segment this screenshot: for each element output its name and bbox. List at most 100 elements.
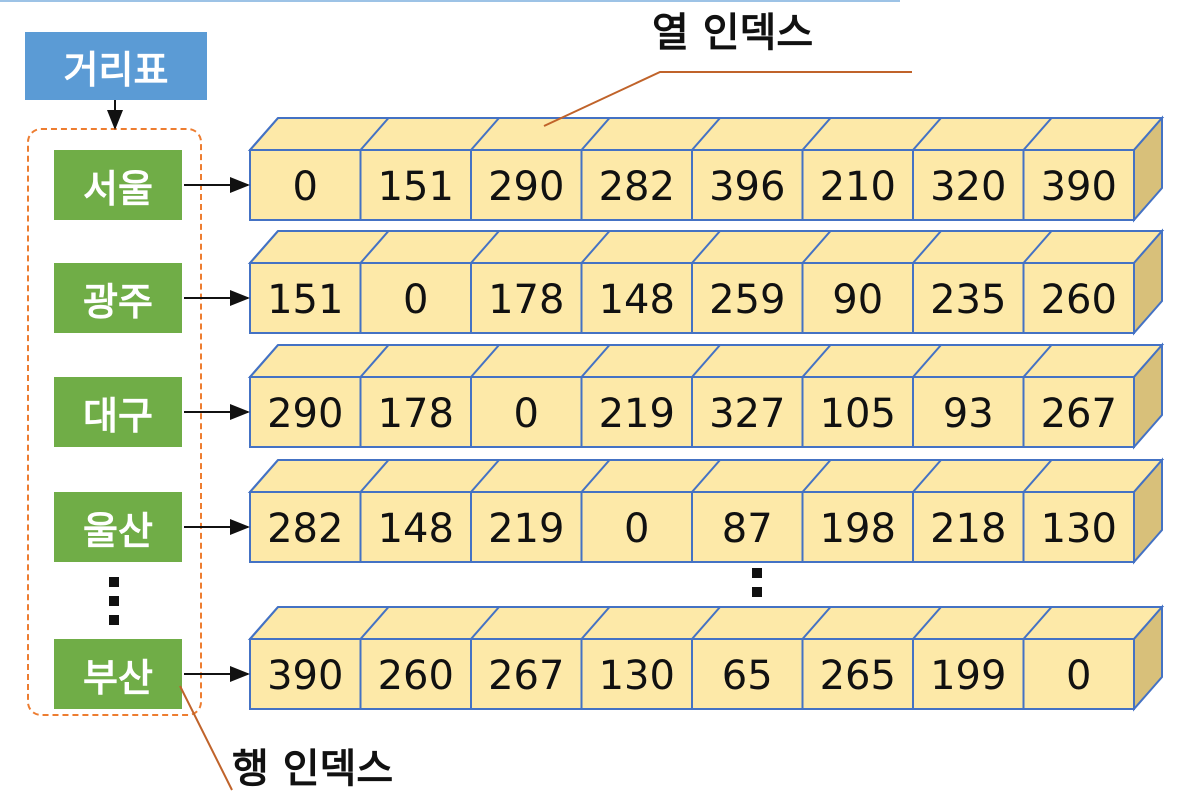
array-cell — [249, 149, 362, 221]
cell-top-edge — [801, 117, 832, 151]
cell-value: 148 — [599, 277, 675, 323]
cell-top-edge — [249, 230, 279, 264]
array-cell — [580, 376, 693, 448]
array-cell — [691, 376, 804, 448]
distance-table-root: 거리표 — [25, 32, 207, 100]
array-cell — [580, 149, 693, 221]
cell-value: 178 — [378, 391, 454, 437]
cell-value: 151 — [378, 164, 454, 210]
array-cell — [359, 149, 472, 221]
cell-value: 235 — [930, 277, 1006, 323]
cell-top-edge — [1022, 606, 1053, 640]
array-cell — [359, 491, 472, 563]
array-cell — [359, 376, 472, 448]
cell-value: 282 — [267, 506, 343, 552]
cell-value: 93 — [943, 391, 994, 437]
cell-value: 87 — [722, 506, 773, 552]
cell-top-edge — [912, 459, 942, 493]
cell-value: 218 — [930, 506, 1006, 552]
cell-value: 210 — [820, 164, 896, 210]
cell-value: 390 — [267, 653, 343, 699]
city-label: 광주 — [54, 263, 182, 333]
cell-top-edge — [470, 344, 500, 378]
array-cell — [249, 638, 362, 710]
cell-value: 267 — [1041, 391, 1117, 437]
cell-top-edge — [580, 344, 611, 378]
array-cell — [470, 149, 583, 221]
city-label: 울산 — [54, 492, 182, 562]
cell-top-edge — [249, 344, 279, 378]
array-cell — [359, 262, 472, 334]
cell-value: 259 — [709, 277, 785, 323]
cell-top-edge — [470, 117, 500, 151]
cell-value: 90 — [832, 277, 883, 323]
cell-value: 219 — [599, 391, 675, 437]
cell-top-edge — [1022, 344, 1053, 378]
cell-top-edge — [249, 459, 279, 493]
array-cell — [691, 262, 804, 334]
column-index-callout-line — [543, 71, 912, 127]
cell-value: 290 — [267, 391, 343, 437]
cell-value: 327 — [709, 391, 785, 437]
array-cell — [912, 262, 1025, 334]
row-index-label: 행 인덱스 — [232, 746, 394, 792]
array-cell — [1022, 491, 1135, 563]
cell-top-edge — [912, 230, 942, 264]
cell-top-edge — [359, 230, 390, 264]
cell-top-edge — [801, 344, 832, 378]
array-cell — [1022, 262, 1135, 334]
cell-top-edge — [1022, 230, 1053, 264]
cell-top-edge — [359, 606, 390, 640]
cell-top-edge — [912, 606, 942, 640]
cell-top-edge — [691, 606, 721, 640]
cell-value: 267 — [488, 653, 564, 699]
array-cell — [801, 149, 914, 221]
cell-top-edge — [249, 117, 279, 151]
array-cell — [1022, 638, 1135, 710]
cell-value: 199 — [930, 653, 1006, 699]
array-cell — [801, 262, 914, 334]
cell-value: 0 — [403, 277, 428, 323]
cell-value: 282 — [599, 164, 675, 210]
cell-value: 290 — [488, 164, 564, 210]
array-cell — [580, 491, 693, 563]
cell-value: 130 — [1041, 506, 1117, 552]
cell-top-edge — [691, 117, 721, 151]
city-label: 서울 — [54, 150, 182, 220]
cell-top-edge — [580, 230, 611, 264]
array-cell — [470, 376, 583, 448]
cell-top-edge — [580, 459, 611, 493]
cell-top-edge — [691, 230, 721, 264]
cell-value: 151 — [267, 277, 343, 323]
cell-value: 396 — [709, 164, 785, 210]
cell-value: 320 — [930, 164, 1006, 210]
cell-value: 65 — [722, 653, 773, 699]
cell-top-edge — [912, 344, 942, 378]
cell-top-edge — [470, 459, 500, 493]
array-cell — [1022, 149, 1135, 221]
cell-top-edge — [1022, 117, 1053, 151]
cell-value: 219 — [488, 506, 564, 552]
cell-top-edge — [359, 117, 390, 151]
cell-value: 0 — [1066, 653, 1091, 699]
array-cell — [912, 491, 1025, 563]
array-cell — [912, 376, 1025, 448]
cell-top-edge — [691, 459, 721, 493]
cell-top-edge — [470, 230, 500, 264]
city-label: 부산 — [54, 639, 182, 709]
cell-top-edge — [691, 344, 721, 378]
array-cell — [912, 638, 1025, 710]
array-cell — [470, 262, 583, 334]
cell-value: 198 — [820, 506, 896, 552]
cell-value: 130 — [599, 653, 675, 699]
city-label: 대구 — [54, 377, 182, 447]
array-cell — [1022, 376, 1135, 448]
cell-value: 0 — [293, 164, 318, 210]
cell-top-edge — [359, 344, 390, 378]
cell-top-edge — [801, 606, 832, 640]
array-cell — [691, 491, 804, 563]
cell-top-edge — [580, 606, 611, 640]
array-cell — [580, 262, 693, 334]
row-ellipsis — [109, 577, 121, 634]
